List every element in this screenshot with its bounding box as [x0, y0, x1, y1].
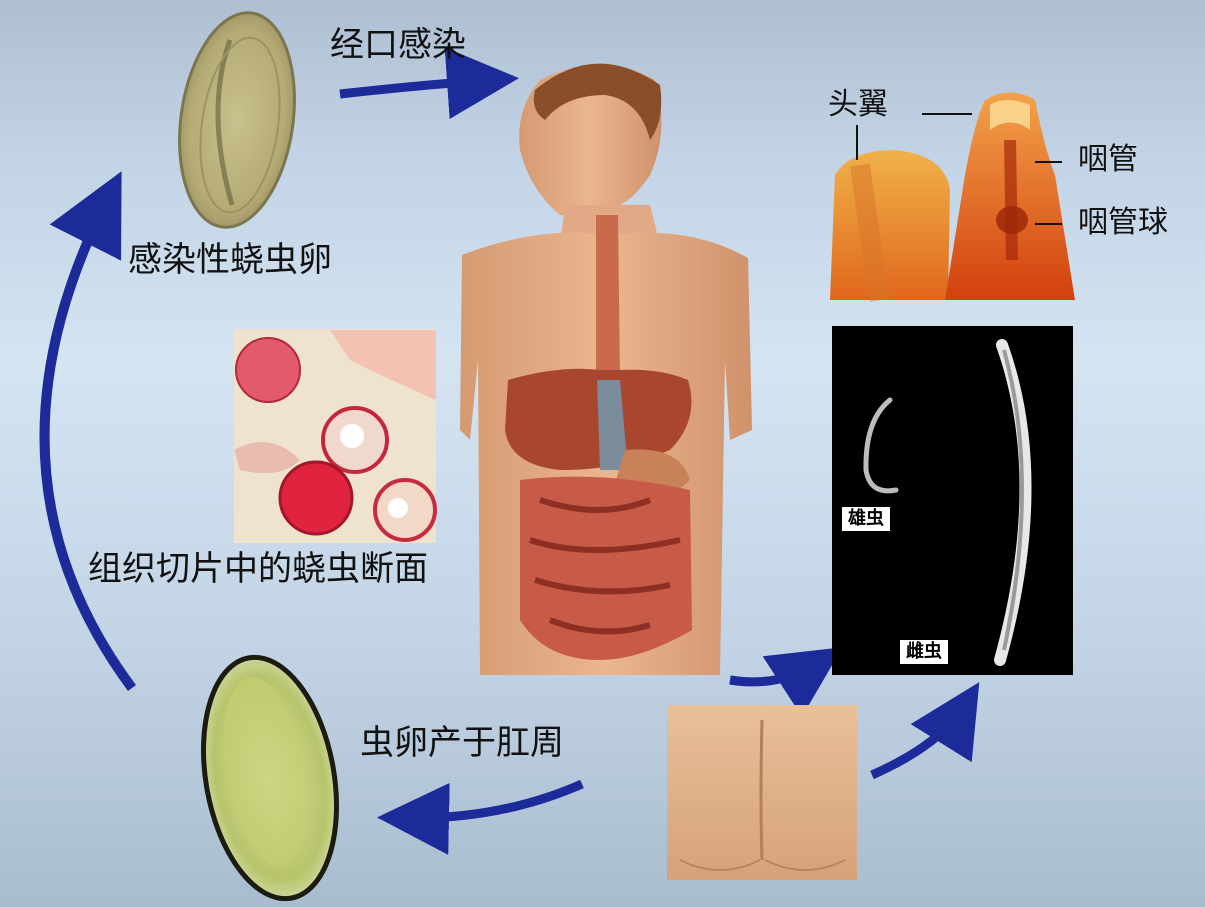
- arrow-eggs-laid: [404, 784, 582, 818]
- arrow-body-to-worms: [730, 662, 820, 682]
- human-torso-illustration: [460, 64, 752, 675]
- infective-egg-label: 感染性蛲虫卵: [128, 243, 332, 277]
- worm-photo: [832, 326, 1073, 675]
- tissue-section-illustration: [234, 329, 436, 543]
- esophagus-label: 咽管: [1078, 145, 1138, 175]
- eggs-laid-perianal-label: 虫卵产于肛周: [360, 726, 564, 760]
- female-worm-tag: 雌虫: [900, 640, 948, 664]
- perianal-egg-illustration: [186, 647, 354, 907]
- oral-infection-label: 经口感染: [330, 28, 466, 62]
- esophageal-bulb-label: 咽管球: [1078, 208, 1168, 238]
- cephalic-alae-label: 头翼: [828, 90, 888, 120]
- infective-egg-illustration: [167, 5, 308, 234]
- arrow-oral-infection: [340, 80, 492, 94]
- worm-head-illustration: [830, 93, 1075, 301]
- buttocks-illustration: [667, 705, 857, 880]
- tissue-section-label: 组织切片中的蛲虫断面: [88, 552, 428, 586]
- male-worm-tag: 雄虫: [842, 507, 890, 531]
- arrow-left-arc: [45, 198, 132, 688]
- arrow-anus-to-worms: [872, 705, 965, 775]
